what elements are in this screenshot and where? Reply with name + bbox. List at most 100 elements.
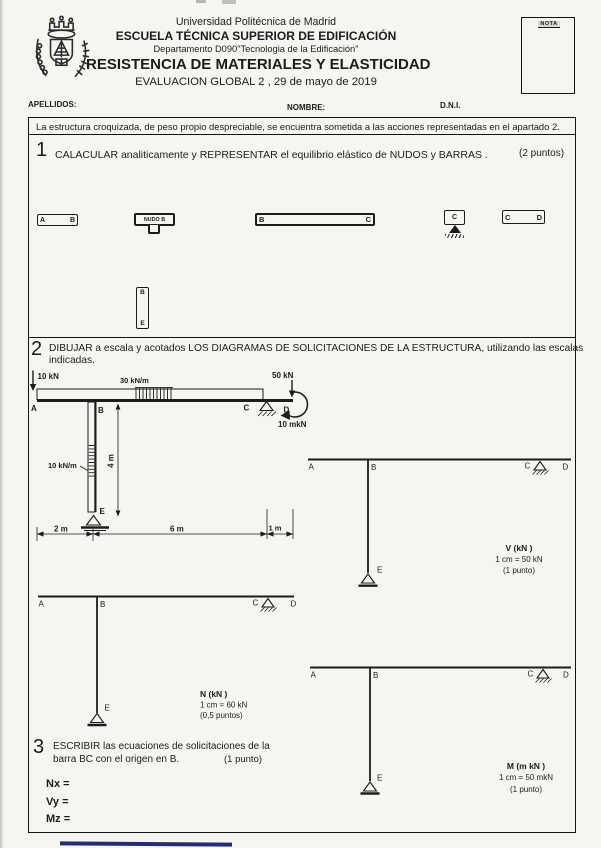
divider-statement <box>28 134 576 135</box>
pin-support-e-icon <box>362 781 378 792</box>
node-label-c: C <box>244 404 250 413</box>
pin-support-icon <box>448 225 461 233</box>
support-hatch <box>445 234 464 238</box>
apellidos-label: APELLIDOS: <box>28 100 77 109</box>
divider-section1 <box>28 337 576 338</box>
q3-text-line1: ESCRIBIR las ecuaciones de solicitacione… <box>53 741 270 752</box>
dim-arrow <box>115 510 121 517</box>
v-diagram-title: V (kN ) <box>506 543 533 553</box>
pen-line-artifact <box>59 841 233 847</box>
pin-support-c-icon <box>260 597 276 608</box>
load-a-label: 10 kN <box>38 372 60 381</box>
node-label-e: E <box>377 774 382 783</box>
node-label-d: D <box>536 212 542 222</box>
axial-diagram-frame: A B C D E N (kN ) 1 cm = 60 kN (0,5 punt… <box>38 595 297 727</box>
column-outline <box>87 401 96 513</box>
shear-diagram-frame: A B C D E V (kN ) 1 cm = 50 kN (1 punto) <box>308 458 571 587</box>
node-label-d: D <box>284 406 290 415</box>
node-label-a: A <box>39 600 45 609</box>
node-label-c: C <box>525 462 531 471</box>
university-crest-logo <box>35 15 90 77</box>
m-diagram-scale: 1 cm = 50 mkN <box>499 773 553 782</box>
dni-label: D.N.I. <box>440 101 461 110</box>
dim-extension-lines <box>36 509 294 541</box>
support-c-hatch <box>535 678 552 683</box>
moment-d-arrowhead <box>280 410 290 420</box>
v-diagram-points: (1 punto) <box>503 566 535 575</box>
header-block: Universidad Politécnica de Madrid ESCUEL… <box>86 16 431 88</box>
load-a-arrowhead <box>29 384 37 391</box>
q3-number: 3 <box>33 736 45 758</box>
node-label-b: B <box>69 216 75 224</box>
node-label-a: A <box>309 463 315 472</box>
node-label-d: D <box>563 463 569 472</box>
pin-support-c-icon <box>535 668 551 679</box>
pin-support-e-icon <box>360 573 376 584</box>
subject-title: RESISTENCIA DE MATERIALES Y ELASTICIDAD <box>86 56 431 73</box>
bar-be-diagram: B E <box>136 287 149 329</box>
dim-label-bc: 6 m <box>170 525 184 534</box>
node-label-b: B <box>98 406 104 415</box>
moment-d-arc <box>287 391 309 418</box>
q3-points: (1 punto) <box>224 754 263 765</box>
support-c-diagram: C <box>444 210 466 238</box>
bar-ab-diagram: A B <box>37 214 78 226</box>
column-distributed-load-hatch <box>88 445 95 477</box>
dim-arrow <box>115 403 121 410</box>
support-c-hatch <box>257 411 277 417</box>
node-label-b: B <box>100 600 105 609</box>
bar-bc-diagram: B C <box>255 213 375 226</box>
node-label-c: C <box>365 215 371 224</box>
university-name: Universidad Politécnica de Madrid <box>175 16 337 28</box>
support-c-box: C <box>444 210 465 225</box>
node-label-a: A <box>311 671 317 680</box>
node-label-d: D <box>563 671 569 680</box>
load-d-label: 50 kN <box>272 371 294 380</box>
node-label-b: B <box>371 463 376 472</box>
node-label-a: A <box>40 216 46 224</box>
node-label-c: C <box>505 212 511 222</box>
column-load-label: 10 kN/m <box>48 461 77 470</box>
dim-arrow <box>260 531 267 537</box>
equation-mz-label: Mz = <box>46 813 71 825</box>
school-name: ESCUELA TÉCNICA SUPERIOR DE EDIFICACIÓN <box>115 29 397 43</box>
node-label-a: A <box>31 404 37 413</box>
node-label-c: C <box>451 214 458 221</box>
nota-box: NOTA <box>521 17 575 94</box>
bar-cd-diagram: C D <box>502 210 545 224</box>
dim-arrow <box>93 531 100 537</box>
node-label-d: D <box>291 600 297 609</box>
dim-label-column: 4 m <box>107 454 116 468</box>
main-structure-diagram: 10 kN 30 kN/m 50 kN 10 mkN 10 kN/m A B C… <box>29 370 309 541</box>
equation-vy-label: Vy = <box>46 796 69 808</box>
statement-text: La estructura croquizada, de peso propio… <box>36 120 560 132</box>
q3-text-line2: barra BC con el origen en B. <box>53 754 180 765</box>
support-c-hatch <box>260 607 277 612</box>
dim-label-ab: 2 m <box>54 525 68 534</box>
q2-number: 2 <box>31 338 43 360</box>
m-diagram-points: (1 punto) <box>510 785 542 794</box>
scan-left-edge <box>0 0 4 848</box>
m-diagram-title: M (m kN ) <box>507 761 545 771</box>
node-label-b: B <box>140 289 145 296</box>
dim-label-cd: 1 m <box>269 524 282 533</box>
node-label-e: E <box>105 704 110 713</box>
dim-arrow <box>267 531 274 537</box>
dim-arrow <box>37 531 44 537</box>
dim-arrow <box>286 531 293 537</box>
node-b-stub <box>148 224 160 234</box>
q2-text-line2: indicadas. <box>49 355 95 366</box>
node-b-label-box: NUDO B <box>134 213 175 226</box>
beam-load-label: 30 kN/m <box>120 376 149 385</box>
q1-points: (2 puntos) <box>519 148 565 159</box>
node-label-b: B <box>259 215 265 224</box>
q1-number: 1 <box>36 139 48 161</box>
pin-support-c-icon <box>258 400 275 412</box>
scan-top-mark <box>222 0 236 4</box>
support-c-hatch <box>532 470 549 475</box>
n-diagram-points: (0,5 puntos) <box>200 711 243 720</box>
node-label-e: E <box>100 507 106 516</box>
node-b-diagram: NUDO B <box>134 213 175 237</box>
beam-distributed-load-hatch <box>135 388 172 399</box>
